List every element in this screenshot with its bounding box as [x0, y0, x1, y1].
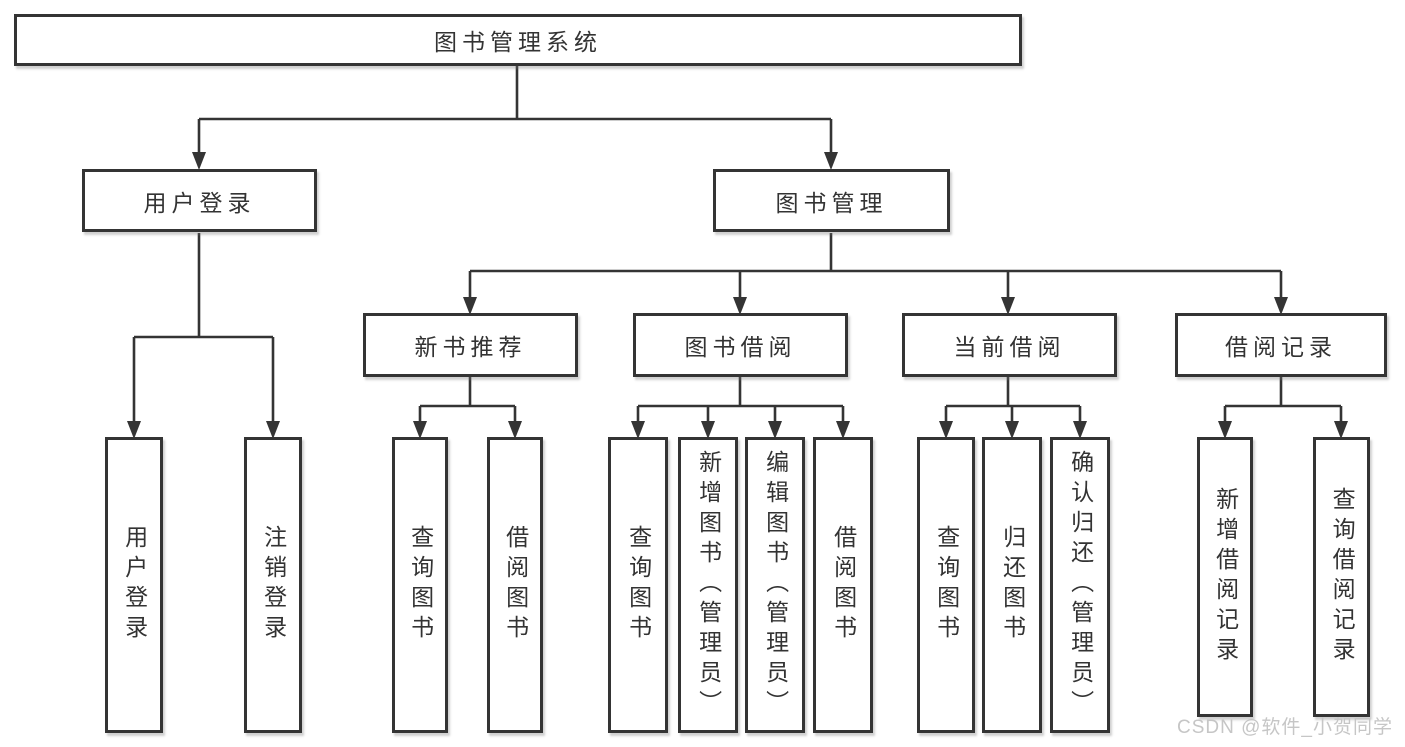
arrowhead-down-icon [508, 421, 522, 439]
leaf-borrow-query-books: 查询图书 [608, 437, 668, 733]
node-label: 图书借阅 [684, 334, 797, 360]
leaf-borrow-borrow-books: 借阅图书 [813, 437, 873, 733]
node-label: 借阅记录 [1225, 334, 1337, 360]
node-label: 用户登录 [121, 525, 148, 645]
node-current-borrowing: 当前借阅 [902, 313, 1117, 377]
arrowhead-down-icon [1073, 421, 1087, 439]
node-label: 新增借阅记录 [1212, 487, 1239, 667]
node-user-login: 用户登录 [82, 169, 317, 232]
arrowhead-down-icon [1001, 297, 1015, 315]
leaf-records-query-borrow-record: 查询借阅记录 [1313, 437, 1370, 717]
node-label: 新增图书（管理员） [695, 450, 722, 720]
node-book-borrowing: 图书借阅 [633, 313, 848, 377]
leaf-records-add-borrow-record: 新增借阅记录 [1197, 437, 1253, 717]
arrowhead-down-icon [463, 297, 477, 315]
node-label: 查询图书 [625, 525, 652, 645]
leaf-current-confirm-return-admin: 确认归还（管理员） [1050, 437, 1110, 733]
leaf-newbook-query-books: 查询图书 [392, 437, 448, 733]
node-label: 借阅图书 [502, 525, 529, 645]
arrowhead-down-icon [701, 421, 715, 439]
arrowhead-down-icon [824, 152, 838, 170]
arrowhead-down-icon [413, 421, 427, 439]
leaf-logout: 注销登录 [244, 437, 302, 733]
node-label: 借阅图书 [830, 525, 857, 645]
node-label: 新书推荐 [414, 334, 527, 360]
node-book-management: 图书管理 [713, 169, 950, 232]
node-label: 查询图书 [933, 525, 960, 645]
arrowhead-down-icon [631, 421, 645, 439]
node-label: 归还图书 [999, 525, 1026, 645]
arrowhead-down-icon [192, 152, 206, 170]
leaf-current-return-books: 归还图书 [982, 437, 1042, 733]
leaf-user-login: 用户登录 [105, 437, 163, 733]
arrowhead-down-icon [1274, 297, 1288, 315]
arrowhead-down-icon [836, 421, 850, 439]
leaf-borrow-add-books-admin: 新增图书（管理员） [678, 437, 738, 733]
arrowhead-down-icon [266, 421, 280, 439]
leaf-current-query-books: 查询图书 [917, 437, 975, 733]
node-library-management-system: 图书管理系统 [14, 14, 1022, 66]
arrowhead-down-icon [1334, 421, 1348, 439]
arrowhead-down-icon [127, 421, 141, 439]
node-new-book-recommendation: 新书推荐 [363, 313, 578, 377]
node-label: 图书管理 [775, 189, 888, 216]
node-label: 注销登录 [260, 525, 287, 645]
node-label: 当前借阅 [953, 334, 1066, 360]
node-label: 用户登录 [143, 189, 256, 216]
csdn-watermark: CSDN @软件_小贺同学 [1177, 717, 1393, 738]
arrowhead-down-icon [768, 421, 782, 439]
leaf-borrow-edit-books-admin: 编辑图书（管理员） [745, 437, 805, 733]
node-label: 查询图书 [407, 525, 434, 645]
node-label: 编辑图书（管理员） [762, 450, 789, 720]
arrowhead-down-icon [1005, 421, 1019, 439]
node-label: 确认归还（管理员） [1067, 450, 1094, 720]
node-label: 图书管理系统 [434, 29, 602, 55]
arrowhead-down-icon [1218, 421, 1232, 439]
node-borrowing-records: 借阅记录 [1175, 313, 1387, 377]
arrowhead-down-icon [733, 297, 747, 315]
arrowhead-down-icon [939, 421, 953, 439]
leaf-newbook-borrow-books: 借阅图书 [487, 437, 543, 733]
node-label: 查询借阅记录 [1329, 487, 1356, 667]
